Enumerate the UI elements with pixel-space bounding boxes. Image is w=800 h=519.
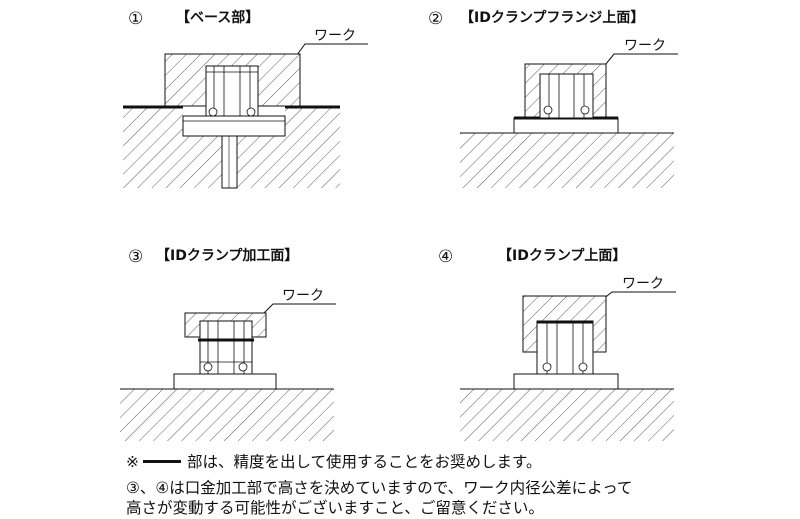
note-height-line-1: ③、④は口金加工部で高さを決めていますので、ワーク内径公差によって <box>126 479 633 497</box>
panel-2: ② 【IDクランプフランジ上面】 ワーク <box>428 9 678 188</box>
panel-3-work-label: ワーク <box>282 288 324 304</box>
panel-1-work-label: ワーク <box>314 28 356 44</box>
panel-3-ring-1 <box>203 362 213 372</box>
panel-4: ④ 【IDクランプ上面】 ワーク <box>438 247 676 441</box>
panel-3-clamp-flange <box>173 373 277 390</box>
panel-2-ring-2 <box>580 105 590 115</box>
panel-4-ring-1 <box>542 362 552 372</box>
panel-2-base-block <box>460 133 674 188</box>
panel-1-ring-1 <box>208 107 218 117</box>
panel-4-work-label: ワーク <box>622 276 664 292</box>
panel-1-clamp-body <box>205 65 259 117</box>
panel-1-clamp-flange <box>182 115 286 137</box>
thick-line-legend <box>143 459 181 463</box>
panel-4-ring-2 <box>578 362 588 372</box>
panel-1-number: ① <box>128 9 143 29</box>
panel-2-ring-1 <box>543 105 553 115</box>
panel-1: ① 【ベース部】 ワーク <box>123 9 368 189</box>
panel-2-title: 【IDクランプフランジ上面】 <box>460 10 644 26</box>
note-precision-text: 部は、精度を出して使用することをお奨めします。 <box>187 453 542 471</box>
panel-1-ring-2 <box>246 107 256 117</box>
panel-2-clamp-flange <box>513 117 619 134</box>
panel-4-clamp-flange <box>513 373 619 390</box>
panel-1-title: 【ベース部】 <box>176 9 259 26</box>
panel-1-shaft <box>221 135 238 189</box>
panel-4-number: ④ <box>438 247 453 267</box>
panel-4-base-block <box>460 389 674 441</box>
panel-3-number: ③ <box>128 247 143 267</box>
panel-4-title: 【IDクランプ上面】 <box>498 248 626 264</box>
panel-2-number: ② <box>428 9 443 29</box>
note-mark: ※ <box>126 453 139 471</box>
panel-3-ring-2 <box>238 362 248 372</box>
panel-3-title: 【IDクランプ加工面】 <box>156 248 298 264</box>
note-height-line-2: 高さが変動する可能性がございますこと、ご留意ください。 <box>126 499 544 517</box>
panel-3-base-block <box>120 389 334 441</box>
panel-2-work-label: ワーク <box>624 38 666 54</box>
note-precision: ※ 部は、精度を出して使用することをお奨めします。 <box>126 452 542 472</box>
panel-3: ③ 【IDクランプ加工面】 ワーク <box>120 247 336 441</box>
